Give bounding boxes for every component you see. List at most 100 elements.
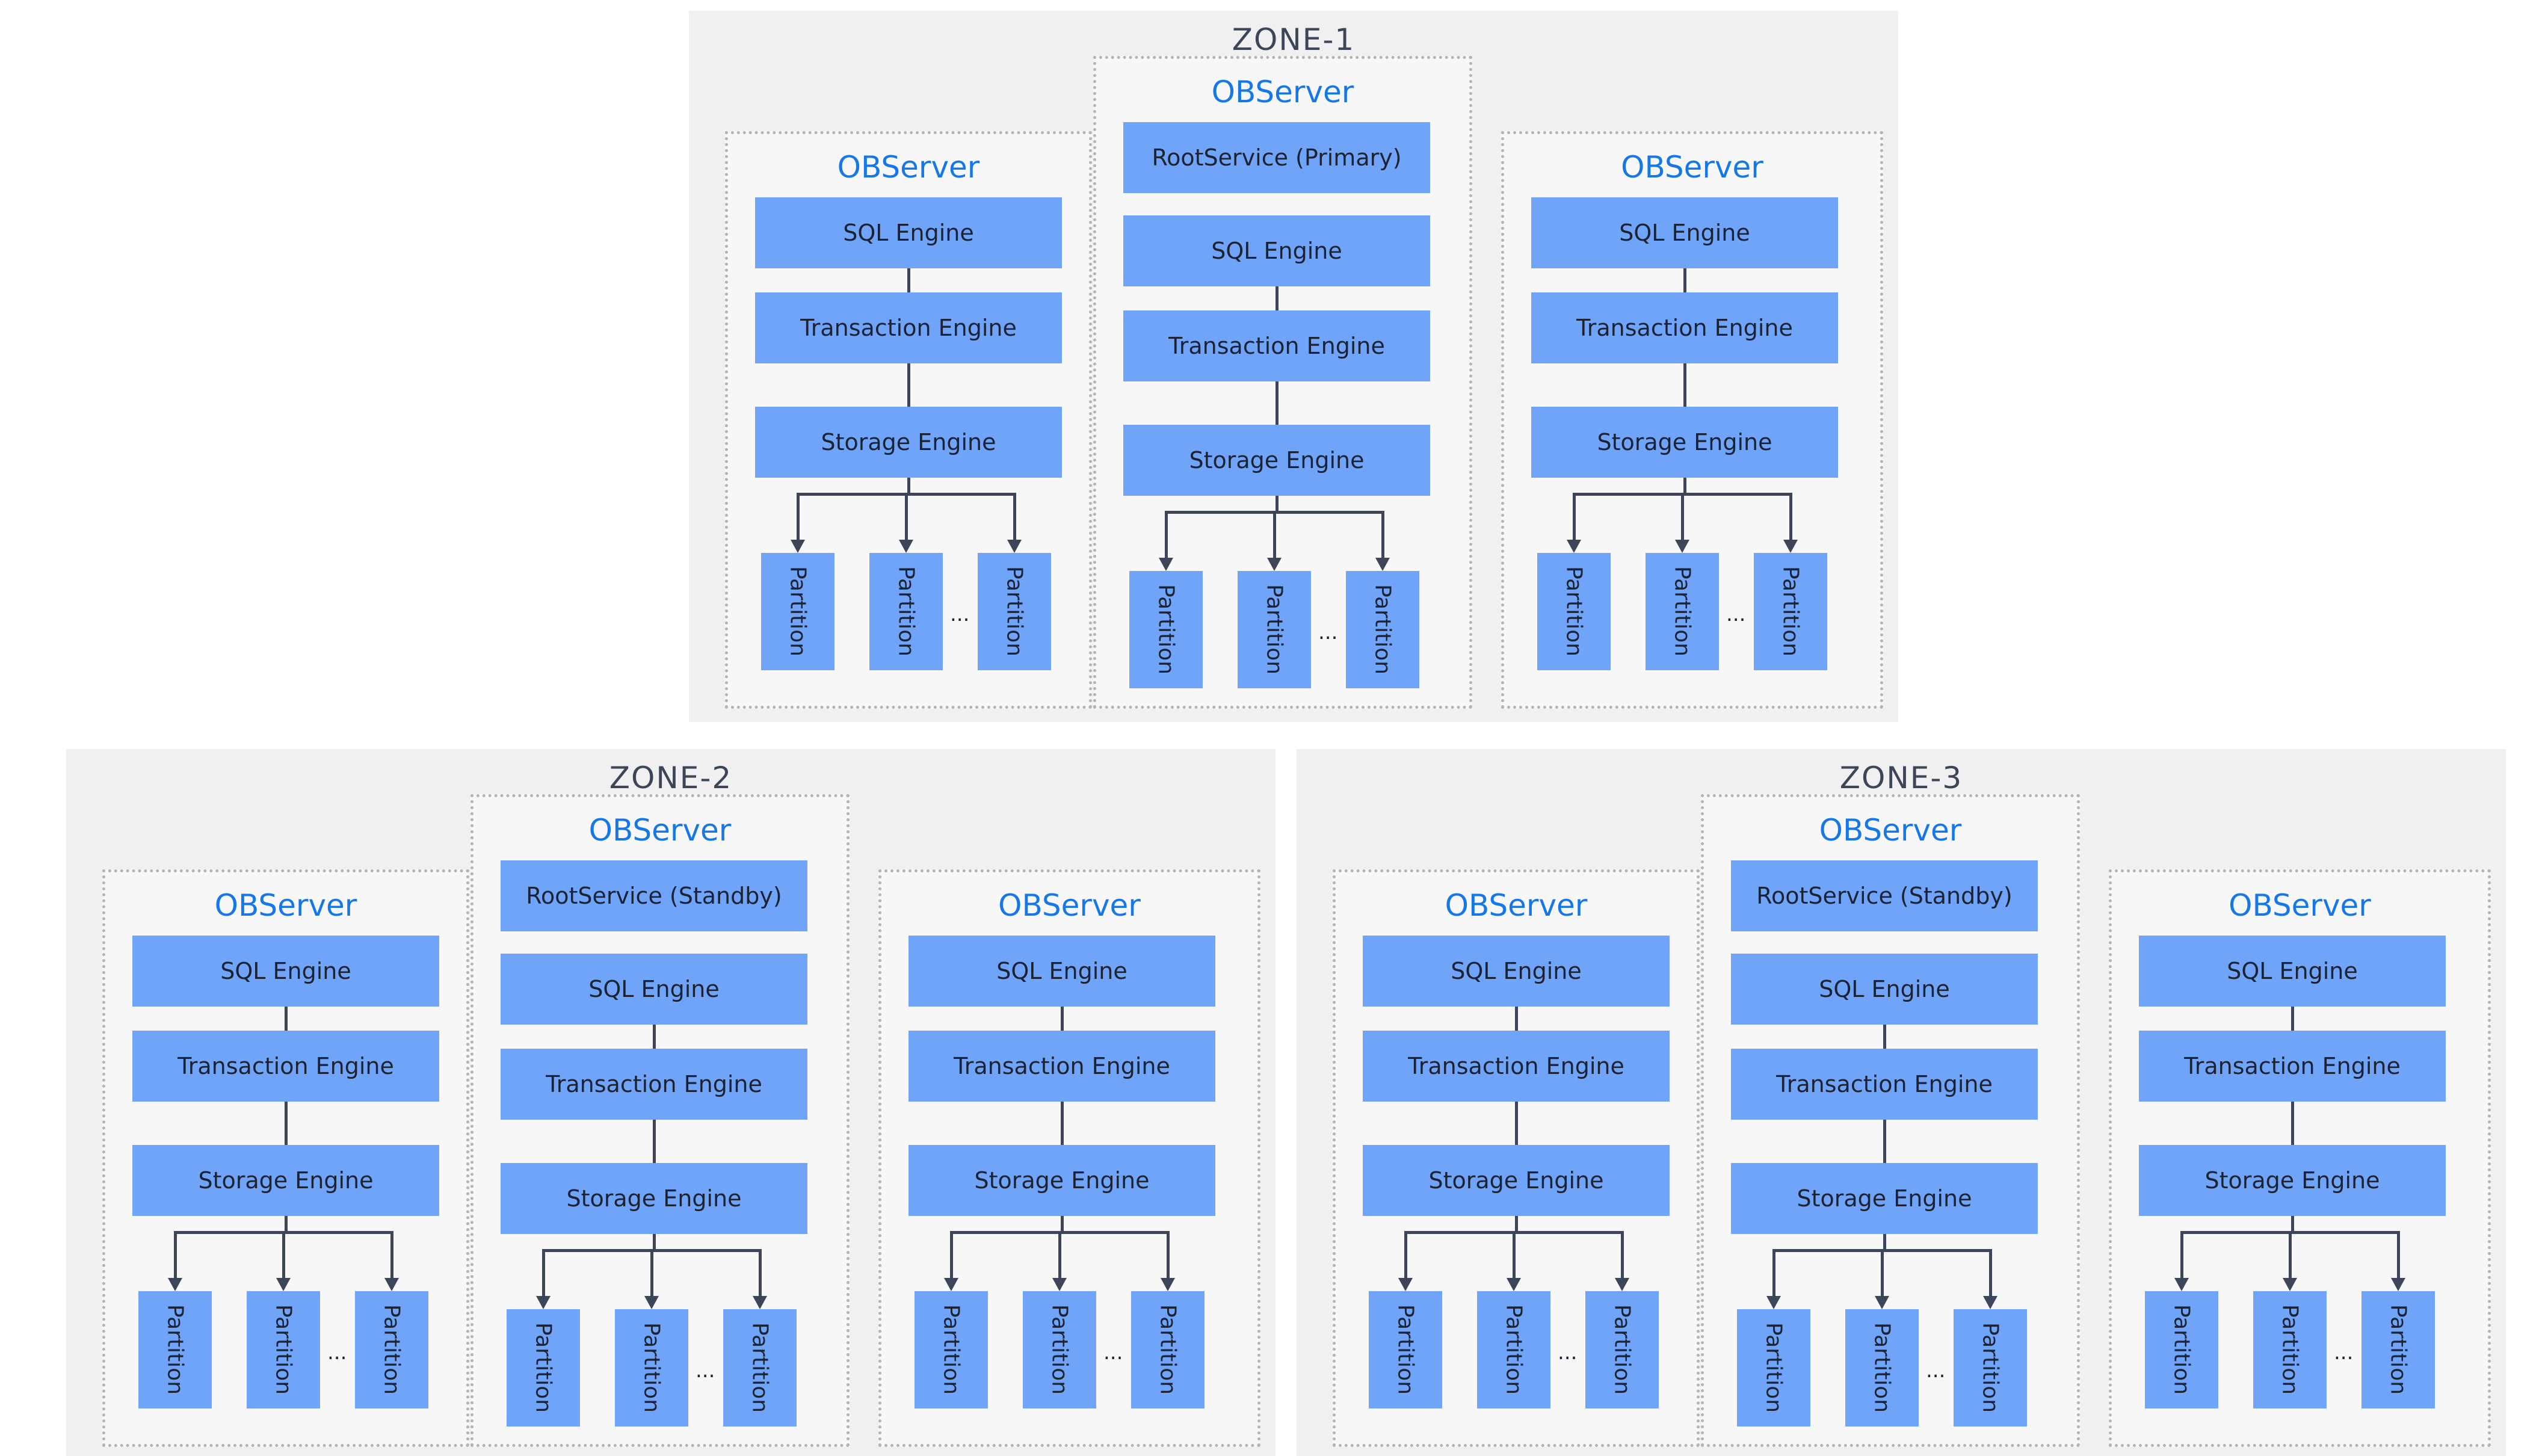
partition-box: Partition — [1131, 1291, 1205, 1408]
sql-engine-box: SQL Engine — [1123, 215, 1430, 286]
connector-line — [653, 1120, 656, 1163]
connector-line — [950, 1231, 953, 1278]
arrow-head-icon — [1161, 1278, 1175, 1291]
partition-label: Partition — [1869, 1322, 1895, 1413]
partition-label: Partition — [531, 1322, 556, 1413]
arrow-head-icon — [1267, 558, 1282, 571]
arrow-head-icon — [1007, 540, 1022, 553]
arrow-head-icon — [2283, 1278, 2297, 1291]
observer-title: OBServer — [214, 888, 357, 923]
connector-line — [907, 268, 910, 292]
zone-title: ZONE-3 — [1839, 760, 1963, 795]
partition-box: Partition — [1369, 1291, 1442, 1408]
partition-box: Partition — [1238, 571, 1311, 688]
connector-line — [1061, 1007, 1064, 1031]
sql-engine-box: SQL Engine — [501, 954, 807, 1025]
storage-engine-box: Storage Engine — [755, 407, 1062, 478]
connector-line — [1165, 511, 1168, 558]
more-partitions-ellipsis: ... — [327, 1340, 347, 1365]
transaction-engine-box: Transaction Engine — [1531, 292, 1838, 363]
connector-line — [282, 1231, 285, 1278]
transaction-engine-box: Transaction Engine — [2139, 1031, 2446, 1102]
connector-line — [1515, 1216, 1518, 1231]
transaction-engine-box: Transaction Engine — [755, 292, 1062, 363]
arrow-head-icon — [1398, 1278, 1413, 1291]
transaction-engine-box: Transaction Engine — [1123, 310, 1430, 381]
partition-label: Partition — [639, 1322, 664, 1413]
arrow-head-icon — [536, 1296, 551, 1309]
sql-engine-box: SQL Engine — [908, 936, 1215, 1007]
connector-line — [1515, 1102, 1518, 1145]
arrow-head-icon — [276, 1278, 291, 1291]
connector-line — [1883, 1120, 1886, 1163]
partition-label: Partition — [1370, 584, 1395, 675]
partition-box: Partition — [869, 553, 943, 670]
storage-engine-box: Storage Engine — [1123, 425, 1430, 496]
more-partitions-ellipsis: ... — [1926, 1359, 1946, 1383]
connector-line — [907, 478, 910, 493]
partition-label: Partition — [1153, 584, 1179, 675]
arrow-head-icon — [753, 1296, 767, 1309]
arrow-head-icon — [1507, 1278, 1521, 1291]
observer-title: OBServer — [588, 813, 732, 848]
partition-box: Partition — [915, 1291, 988, 1408]
more-partitions-ellipsis: ... — [1726, 602, 1746, 626]
partition-box: Partition — [2253, 1291, 2327, 1408]
partition-box: Partition — [978, 553, 1051, 670]
more-partitions-ellipsis: ... — [1558, 1340, 1578, 1365]
storage-engine-box: Storage Engine — [1363, 1145, 1670, 1216]
connector-line — [2291, 1007, 2294, 1031]
connector-line — [1683, 363, 1686, 407]
partition-label: Partition — [1609, 1304, 1635, 1395]
partition-box: Partition — [1023, 1291, 1096, 1408]
partition-label: Partition — [939, 1304, 964, 1395]
observer-title: OBServer — [998, 888, 1141, 923]
arrow-head-icon — [1875, 1296, 1889, 1309]
partition-box: Partition — [615, 1309, 688, 1427]
partition-label: Partition — [1047, 1304, 1072, 1395]
zone-title: ZONE-1 — [1232, 22, 1356, 57]
connector-line — [1061, 1102, 1064, 1145]
more-partitions-ellipsis: ... — [696, 1359, 715, 1383]
connector-line — [1404, 1231, 1407, 1278]
transaction-engine-box: Transaction Engine — [132, 1031, 439, 1102]
partition-box: Partition — [1646, 553, 1719, 670]
connector-line — [2180, 1231, 2183, 1278]
connector-line — [1683, 478, 1686, 493]
partition-box: Partition — [1129, 571, 1203, 688]
connector-line — [1681, 493, 1684, 540]
partition-box: Partition — [1754, 553, 1827, 670]
connector-line — [2289, 1231, 2292, 1278]
partition-box: Partition — [1954, 1309, 2027, 1427]
connector-line — [759, 1249, 762, 1296]
partition-label: Partition — [1501, 1304, 1526, 1395]
arrow-head-icon — [1159, 558, 1173, 571]
arrow-head-icon — [1783, 540, 1798, 553]
partition-box: Partition — [1477, 1291, 1550, 1408]
arrow-head-icon — [899, 540, 913, 553]
sql-engine-box: SQL Engine — [1531, 197, 1838, 268]
arrow-head-icon — [168, 1278, 182, 1291]
connector-line — [1276, 381, 1279, 425]
connector-line — [1881, 1249, 1884, 1296]
more-partitions-ellipsis: ... — [950, 602, 970, 626]
sql-engine-box: SQL Engine — [755, 197, 1062, 268]
connector-line — [797, 493, 800, 540]
partition-box: Partition — [1585, 1291, 1659, 1408]
observer-title: OBServer — [1445, 888, 1588, 923]
connector-line — [1989, 1249, 1992, 1296]
partition-label: Partition — [893, 566, 919, 657]
connector-line — [285, 1007, 288, 1031]
partition-box: Partition — [1845, 1309, 1919, 1427]
partition-label: Partition — [2277, 1304, 2303, 1395]
partition-box: Partition — [507, 1309, 580, 1427]
observer-title: OBServer — [1211, 75, 1354, 110]
